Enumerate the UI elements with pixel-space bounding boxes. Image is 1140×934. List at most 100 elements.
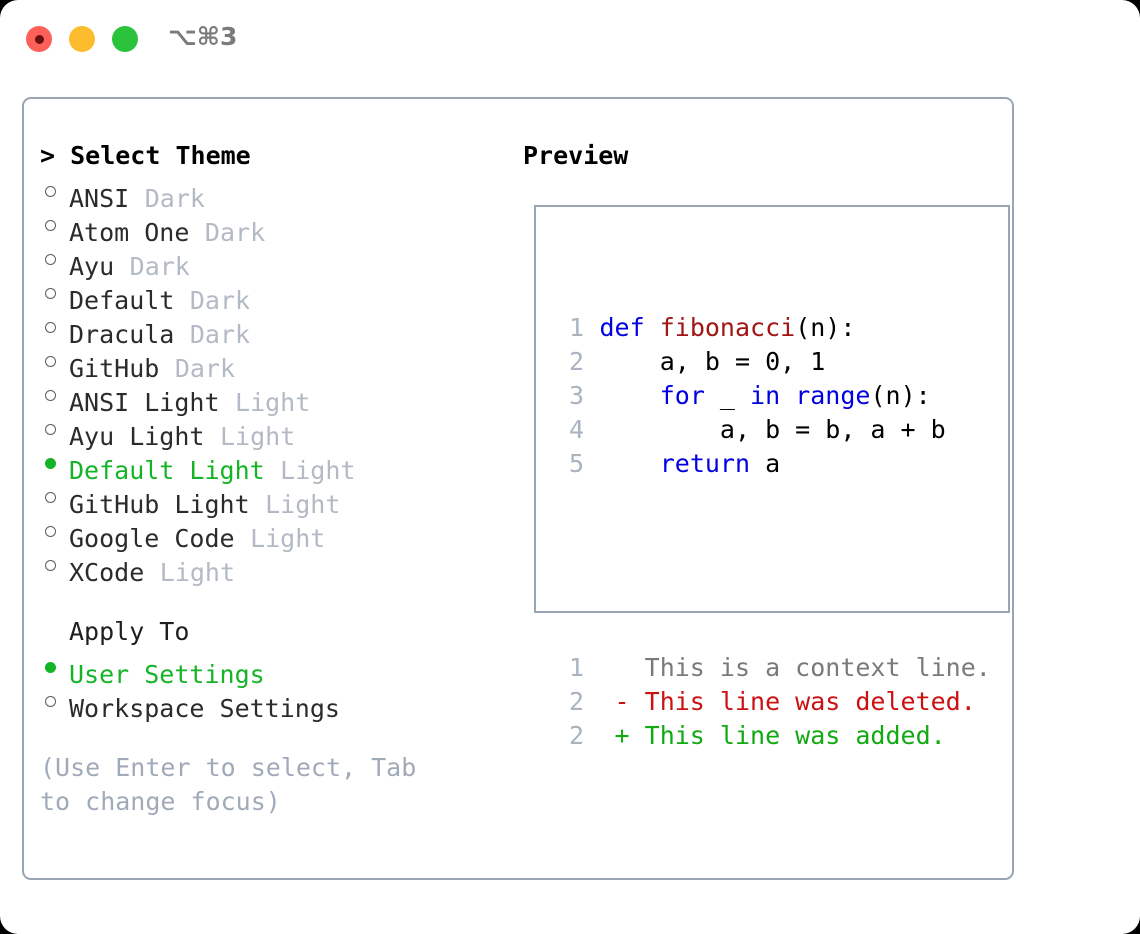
keyboard-shortcut-label: ⌥⌘3	[168, 22, 238, 51]
blank-line	[554, 549, 991, 583]
theme-variant-tag: Light	[159, 558, 236, 587]
radio-hollow-icon[interactable]	[40, 513, 69, 547]
theme-list-item[interactable]: Google Code Light	[40, 513, 490, 553]
code-token	[780, 381, 795, 410]
theme-variant-tag: Light	[250, 524, 326, 553]
code-token: + This line was added.	[599, 721, 946, 750]
line-number: 1	[568, 313, 584, 342]
theme-list-item[interactable]: Default Dark	[40, 275, 490, 315]
radio-filled-icon[interactable]	[40, 649, 69, 683]
code-token	[600, 381, 660, 410]
theme-list-item[interactable]: ANSI Dark	[40, 173, 490, 213]
code-token: This is a context line.	[599, 653, 991, 682]
line-text: def fibonacci(n):	[584, 311, 856, 345]
theme-list-item[interactable]: Dracula Dark	[40, 309, 490, 349]
code-token: for	[659, 381, 705, 410]
radio-hollow-icon[interactable]	[40, 411, 69, 445]
radio-hollow-icon[interactable]	[40, 275, 69, 309]
code-token: a, b = 0, 1	[599, 347, 826, 376]
theme-variant-tag: Dark	[204, 218, 266, 247]
theme-variant-tag: Light	[265, 490, 341, 519]
select-theme-heading: > Select Theme	[40, 141, 251, 170]
code-line: 4 a, b = b, a + b	[554, 413, 991, 447]
apply-to-heading: Apply To	[69, 617, 190, 646]
code-token: (n):	[795, 313, 856, 342]
radio-hollow-icon[interactable]	[40, 207, 69, 241]
theme-name: Default	[69, 286, 175, 315]
code-line: 3 for _ in range(n):	[554, 379, 991, 413]
line-text: for _ in range(n):	[584, 379, 931, 413]
radio-hollow-icon[interactable]	[40, 309, 69, 343]
code-token	[600, 449, 660, 478]
radio-hollow-icon[interactable]	[40, 479, 69, 513]
line-text: + This line was added.	[584, 719, 946, 753]
code-token: a	[750, 449, 781, 478]
code-token: def	[599, 313, 660, 342]
code-token: a, b = b, a + b	[599, 415, 946, 444]
radio-hollow-icon[interactable]	[40, 173, 69, 207]
theme-name: GitHub	[69, 354, 160, 383]
line-number: 2	[568, 721, 584, 750]
theme-variant-tag: Dark	[189, 286, 251, 315]
diff-line: 2 + This line was added.	[554, 719, 991, 753]
radio-hollow-icon[interactable]	[40, 547, 69, 581]
apply-to-name: User Settings	[69, 660, 265, 689]
line-number: 5	[568, 449, 584, 478]
radio-hollow-icon[interactable]	[40, 241, 69, 275]
radio-hollow-icon[interactable]	[40, 377, 69, 411]
apply-to-name: Workspace Settings	[69, 694, 340, 723]
apply-to-option[interactable]: Workspace Settings	[40, 683, 490, 723]
line-text: a, b = 0, 1	[584, 345, 826, 379]
keyboard-hint-text: (Use Enter to select, Tab to change focu…	[40, 753, 432, 816]
code-line: 5 return a	[554, 447, 991, 481]
radio-hollow-icon[interactable]	[40, 343, 69, 377]
theme-variant-tag: Dark	[144, 184, 205, 213]
radio-hollow-icon[interactable]	[40, 683, 69, 717]
code-line: 2 a, b = 0, 1	[554, 345, 991, 379]
maximize-button-icon[interactable]	[112, 26, 138, 52]
close-button-icon[interactable]	[26, 26, 52, 52]
theme-name: XCode	[69, 558, 145, 587]
line-number: 2	[568, 687, 584, 716]
theme-name: ANSI Light	[69, 388, 220, 417]
theme-variant-tag: Dark	[174, 354, 236, 383]
diff-line: 2 - This line was deleted.	[554, 685, 991, 719]
theme-variant-tag: Light	[280, 456, 356, 485]
window-titlebar: ⌥⌘3	[0, 0, 1140, 76]
code-token: return	[659, 449, 751, 478]
traffic-light-buttons	[26, 26, 138, 52]
theme-name: Dracula	[69, 320, 175, 349]
theme-name: Google Code	[69, 524, 235, 553]
line-text: - This line was deleted.	[584, 685, 976, 719]
line-number: 3	[568, 381, 584, 410]
theme-list-item[interactable]: Default Light Light	[40, 445, 490, 485]
theme-list-item[interactable]: GitHub Dark	[40, 343, 490, 383]
theme-variant-tag: Light	[219, 422, 296, 451]
diff-sample-block: 1 This is a context line. 2 - This line w…	[554, 651, 991, 753]
apply-to-option[interactable]: User Settings	[40, 649, 490, 689]
theme-name: ANSI	[69, 184, 130, 213]
minimize-button-icon[interactable]	[69, 26, 95, 52]
code-token: - This line was deleted.	[599, 687, 976, 716]
code-token: (n):	[870, 381, 931, 410]
theme-name: Ayu	[69, 252, 115, 281]
theme-variant-tag: Dark	[189, 320, 251, 349]
theme-name: Default Light	[69, 456, 265, 485]
line-number: 1	[568, 653, 584, 682]
theme-list-item[interactable]: XCode Light	[40, 547, 490, 587]
radio-filled-icon[interactable]	[40, 445, 69, 479]
line-number: 2	[568, 347, 584, 376]
